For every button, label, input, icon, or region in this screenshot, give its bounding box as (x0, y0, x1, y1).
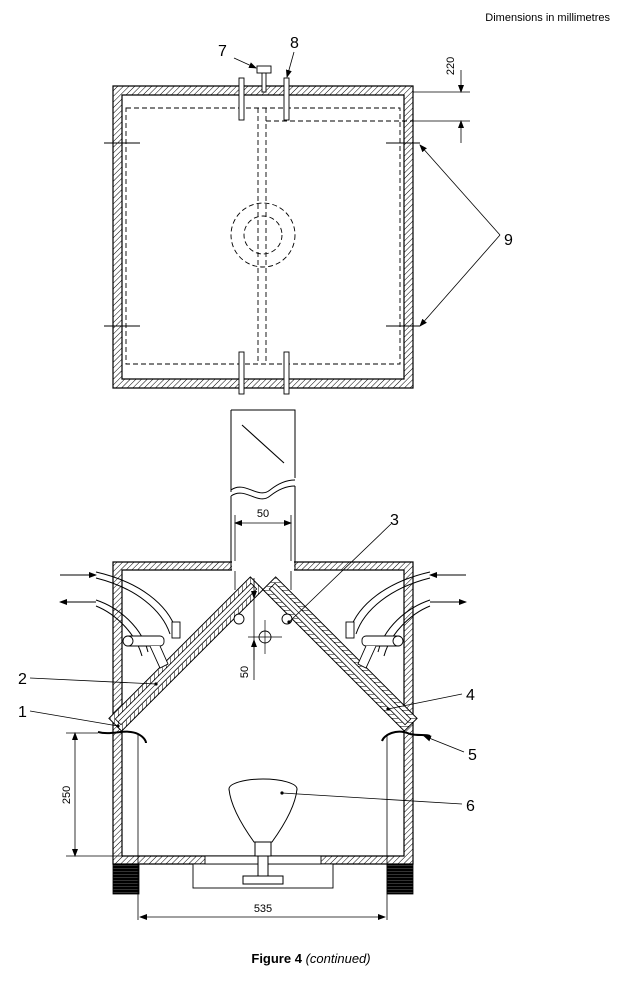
dim-center-offset: 50 (239, 666, 251, 678)
figure-label: Figure 4 (251, 951, 302, 966)
callout-4: 4 (466, 687, 475, 704)
lamp-reflector (228, 788, 298, 843)
sheet-right (381, 730, 431, 742)
dim-tube-spacing: 50 (257, 508, 269, 520)
callout-5: 5 (468, 747, 477, 764)
knob-head (256, 65, 272, 74)
units-note: Dimensions in millimetres (485, 12, 610, 24)
pin-top-right (283, 77, 290, 121)
pin-bottom-left (238, 351, 245, 395)
callout-9: 9 (504, 232, 513, 249)
plan-view: 220 7 8 9 (104, 35, 513, 395)
callout-1: 1 (18, 704, 27, 721)
plan-outer-circle (230, 202, 296, 268)
figure-caption: Figure 4 (continued) (0, 951, 622, 966)
pin-bottom-right (283, 351, 290, 395)
callout-7: 7 (218, 43, 227, 60)
plan-inner-frame (125, 107, 401, 365)
dim-base-width: 535 (254, 903, 272, 915)
knob-stem (261, 71, 267, 93)
dim-top-gap: 220 (445, 57, 457, 75)
elevation-view: 50 250 535 2 1 3 4 (18, 512, 477, 920)
lamp-foot (242, 875, 284, 885)
foot-right (386, 863, 414, 895)
plan-box-walls (112, 85, 414, 389)
hole-left (233, 613, 245, 625)
duct: 50 (230, 409, 296, 590)
dim-lamp-height: 250 (61, 786, 73, 804)
callout-3: 3 (390, 512, 399, 529)
pin-top-left (238, 77, 245, 121)
figure-continued: (continued) (305, 951, 371, 966)
foot-left (112, 863, 140, 895)
callout-6: 6 (466, 798, 475, 815)
lamp-holder (254, 841, 272, 857)
left-tube-assembly (108, 576, 264, 732)
callout-8: 8 (290, 35, 299, 52)
callout-2: 2 (18, 671, 27, 688)
right-tube-assembly (262, 576, 418, 732)
plan-inner-circle (243, 215, 283, 255)
